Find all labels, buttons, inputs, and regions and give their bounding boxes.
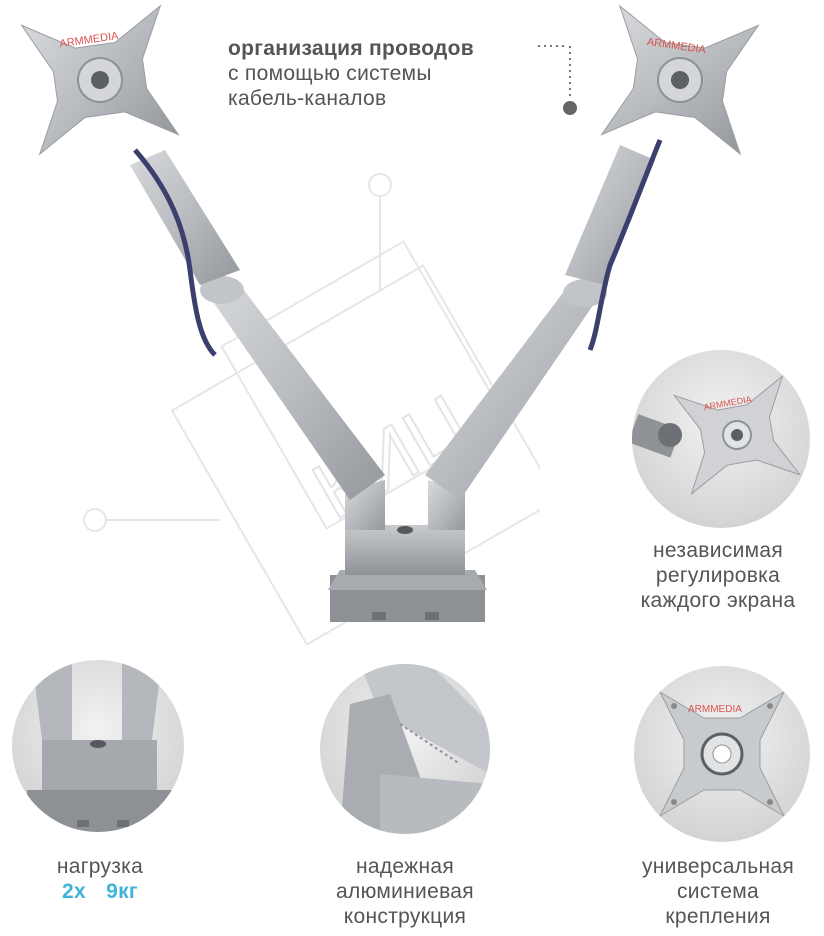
universal-mount-image: ARMMEDIA: [634, 666, 810, 842]
left-lower-arm: [205, 285, 385, 500]
load-weight: 9кг: [106, 880, 138, 903]
independent-callout: независимая регулировка каждого экрана: [612, 538, 824, 613]
aluminum-line2: алюминиевая: [336, 880, 474, 903]
desk-clamp-base: [328, 525, 487, 622]
independent-line2: регулировка: [655, 564, 781, 587]
load-line1: нагрузка: [56, 855, 144, 878]
dual-monitor-arm: ARMMEDIA ARMMEDIA: [20, 4, 760, 622]
cable-callout-title: организация проводов: [228, 37, 475, 60]
right-vesa-plate: ARMMEDIA: [600, 4, 760, 156]
independent-adjustment-image: ARMMEDIA: [632, 350, 810, 528]
left-vesa-plate: ARMMEDIA: [20, 4, 180, 156]
left-cable: [133, 148, 217, 357]
right-lower-arm: [425, 290, 600, 500]
cable-callout-leader: [538, 45, 577, 115]
aluminum-line3: конструкция: [343, 905, 467, 928]
load-callout: нагрузка 2x 9кг: [0, 854, 200, 904]
universal-callout: универсальная система крепления: [612, 854, 824, 929]
cable-callout: организация проводов с помощью системы к…: [228, 36, 474, 111]
universal-logo: ARMMEDIA: [688, 704, 742, 715]
left-upper-arm: [130, 150, 240, 285]
aluminum-callout: надежная алюминиевая конструкция: [300, 854, 510, 929]
universal-line3: крепления: [665, 905, 771, 928]
aluminum-construction-image: [320, 664, 490, 834]
universal-line1: универсальная: [641, 855, 795, 878]
load-count: 2x: [62, 880, 86, 903]
aluminum-line1: надежная: [355, 855, 455, 878]
right-cable: [587, 139, 663, 351]
cable-callout-line3: кабель-каналов: [228, 87, 387, 110]
universal-line2: система: [676, 880, 759, 903]
cable-callout-line2: с помощью системы: [228, 62, 432, 85]
watermark-frame: [220, 240, 510, 530]
right-upper-arm: [565, 145, 655, 285]
independent-line1: независимая: [652, 539, 784, 562]
independent-line3: каждого экрана: [640, 589, 796, 612]
load-image: [12, 660, 184, 832]
